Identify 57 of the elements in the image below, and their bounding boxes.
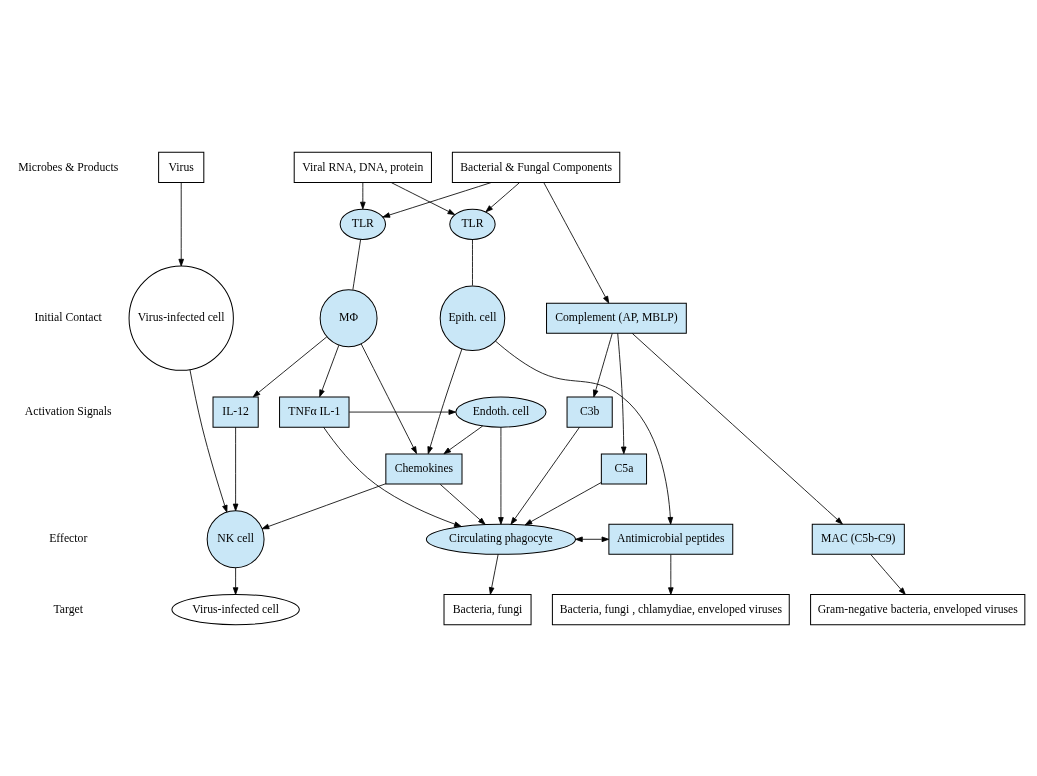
connector	[352, 238, 362, 290]
arrow	[178, 181, 184, 266]
arrow	[485, 181, 520, 212]
arrow	[189, 368, 228, 513]
arrow	[488, 553, 499, 595]
node-box: Complement (AP, MBLP)	[546, 302, 687, 334]
arrow	[382, 181, 492, 218]
node-box: Viral RNA, DNA, protein	[293, 151, 432, 183]
arrow	[348, 408, 457, 415]
arrow	[668, 553, 674, 595]
arrow	[543, 181, 610, 304]
node-ellipse: Endoth. cell	[455, 396, 547, 428]
arrow	[360, 343, 417, 454]
label: Initial Contact	[34, 310, 102, 324]
node-box: C5a	[600, 452, 648, 485]
node-circle: NK cell	[206, 509, 265, 568]
arrow	[575, 536, 610, 542]
arrow	[617, 332, 627, 454]
arrow	[498, 426, 504, 525]
arrow	[390, 181, 456, 215]
node-box: Antimicrobial peptides	[608, 523, 734, 555]
node-circle: MΦ	[319, 288, 378, 347]
arrow	[631, 332, 843, 524]
node-box: Virus	[158, 151, 205, 183]
node-box: Bacterial & Fungal Components	[451, 151, 621, 183]
node-box: Bacteria, fungi , chlamydiae, enveloped viruses	[551, 593, 790, 625]
arrow	[524, 481, 602, 525]
arrow	[261, 482, 387, 529]
arrow	[232, 567, 239, 595]
label: Microbes & Products	[18, 160, 119, 174]
arrow	[439, 483, 486, 525]
node-box: IL-12	[212, 396, 259, 428]
arrow	[252, 335, 328, 397]
node-circle: Virus-infected cell	[128, 265, 234, 371]
node-ellipse: Virus-infected cell	[171, 593, 300, 625]
node-circle: Epith. cell	[439, 284, 506, 351]
arrow	[319, 344, 340, 397]
arrow	[443, 425, 484, 454]
node-box: Bacteria, fungi	[443, 593, 532, 625]
node-ellipse: TLR	[339, 208, 386, 240]
node-box: MAC (C5b-C9)	[811, 523, 905, 555]
arrow	[495, 340, 674, 525]
label: Target	[53, 602, 83, 616]
arrow	[232, 426, 239, 511]
node-box: Gram-negative bacteria, enveloped viruses	[810, 593, 1026, 625]
arrow	[870, 553, 906, 595]
node-box: Chemokines	[385, 452, 463, 485]
label: Effector	[49, 531, 88, 545]
node-box: C3b	[566, 396, 613, 428]
node-box: TNFα IL-1	[279, 396, 350, 428]
arrow	[593, 332, 613, 397]
arrow	[510, 426, 580, 525]
arrow	[360, 181, 366, 209]
arrow	[323, 426, 462, 527]
arrow	[427, 348, 463, 454]
label: Activation Signals	[24, 404, 112, 418]
connector	[472, 238, 473, 286]
